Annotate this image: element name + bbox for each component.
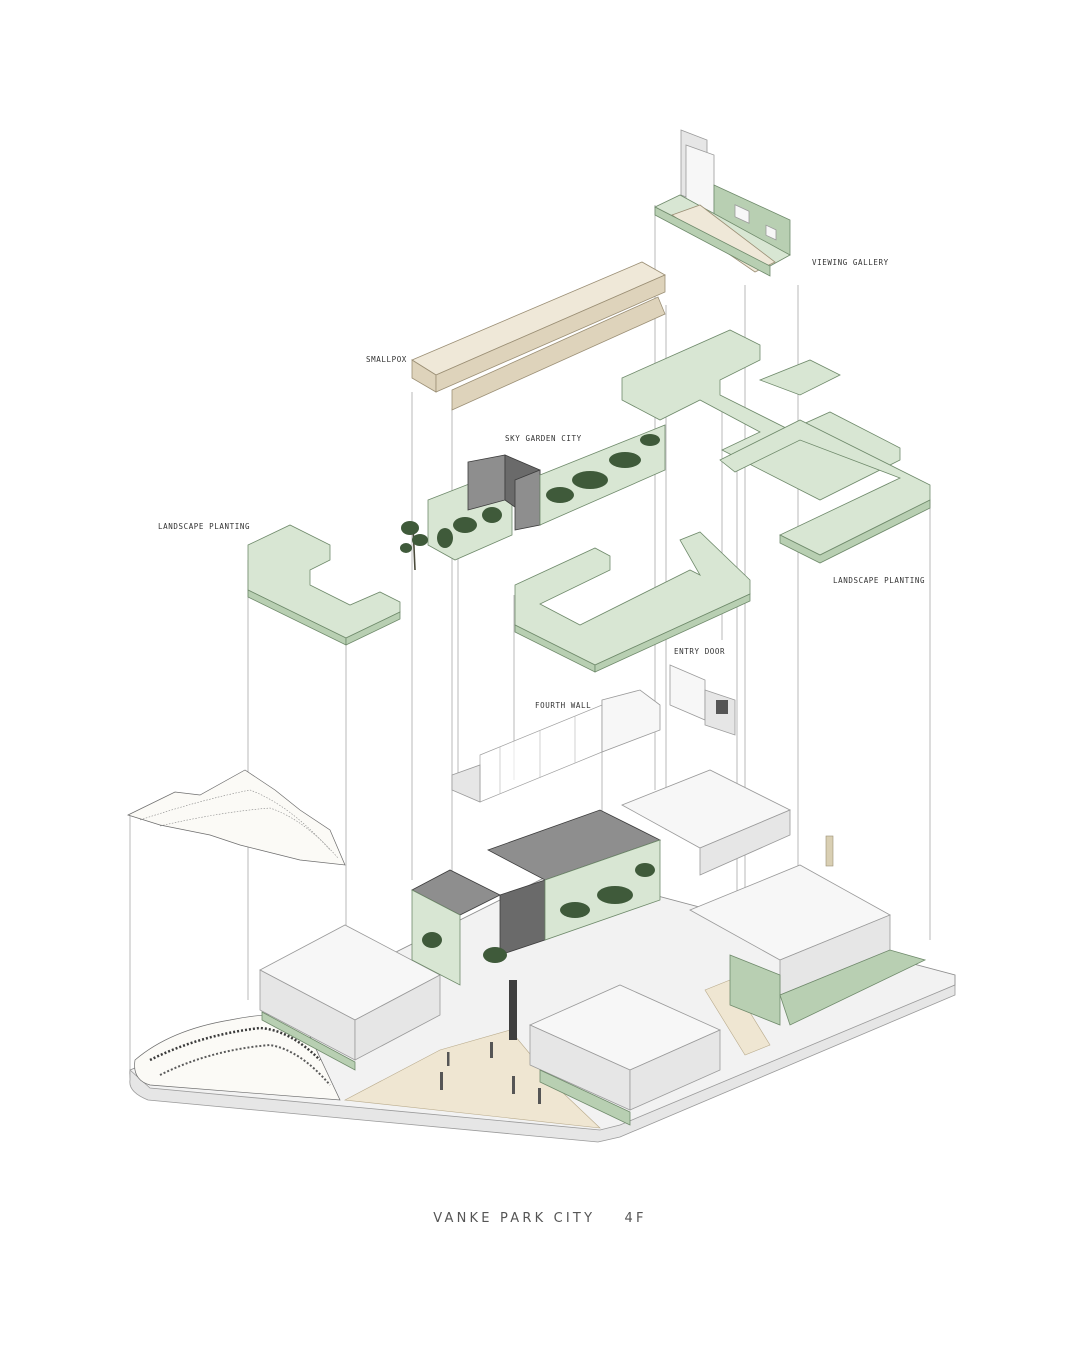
label-smallpox: SMALLPOX: [366, 355, 407, 364]
label-landscape-planting-left: LANDSCAPE PLANTING: [158, 522, 250, 531]
building-left: [259, 924, 441, 1071]
landscape-planting-right-component: [514, 329, 931, 673]
landscape-mound-component: [127, 769, 346, 866]
entry-door-component: [669, 664, 736, 736]
smallpox-component: [411, 261, 666, 411]
building-front-center: [529, 984, 721, 1126]
label-viewing-gallery: VIEWING GALLERY: [812, 258, 889, 267]
viewing-gallery-component: [654, 129, 791, 277]
fourth-wall-component: [451, 689, 661, 803]
building-right-upper: [621, 769, 791, 876]
label-sky-garden-city: SKY GARDEN CITY: [505, 434, 582, 443]
landscape-planting-left-component: [247, 524, 401, 646]
label-landscape-planting-right: LANDSCAPE PLANTING: [833, 576, 925, 585]
foliage-texture: [437, 434, 660, 548]
foliage-texture-lower: [422, 863, 655, 963]
people-figures: [440, 1042, 541, 1104]
building-center-dark: [411, 809, 662, 1040]
bollard: [825, 835, 834, 867]
sky-garden-city-component: [400, 424, 666, 571]
annotation-labels: VIEWING GALLERY SMALLPOX SKY GARDEN CITY…: [158, 258, 925, 710]
tree-icon: [400, 521, 428, 571]
diagram-title: VANKE PARK CITY 4F: [433, 1211, 646, 1226]
label-entry-door: ENTRY DOOR: [674, 647, 725, 656]
label-fourth-wall: FOURTH WALL: [535, 701, 591, 710]
building-right-lower: [689, 864, 927, 1026]
